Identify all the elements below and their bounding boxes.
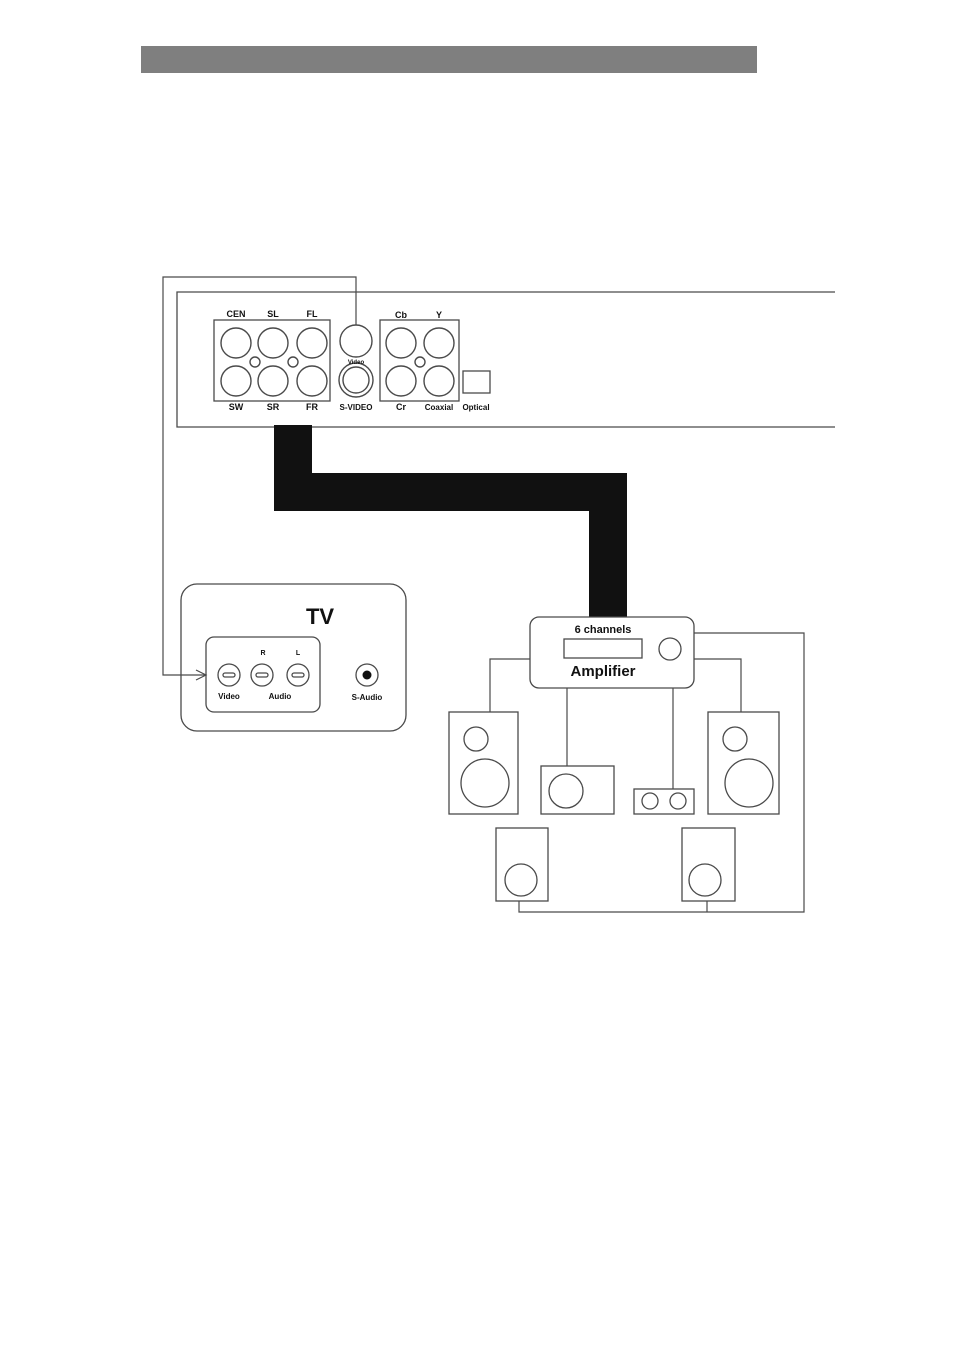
jack-cen — [221, 328, 251, 358]
jack-sw — [221, 366, 251, 396]
ground-screw — [250, 357, 260, 367]
jack-cb — [386, 328, 416, 358]
jack-fr — [297, 366, 327, 396]
jack-sr — [258, 366, 288, 396]
label-cb: Cb — [395, 310, 407, 320]
amplifier-knob — [659, 638, 681, 660]
tv-label-l: L — [296, 650, 301, 657]
label-optical: Optical — [462, 403, 489, 412]
label-sr: SR — [267, 402, 280, 412]
multichannel-audio-cable — [274, 425, 627, 617]
speaker-front-right — [708, 712, 779, 814]
ground-screw — [415, 357, 425, 367]
tv-body — [181, 584, 406, 731]
svideo-inner-ring — [343, 367, 369, 393]
tv-label-video: Video — [218, 692, 240, 701]
tv-title: TV — [306, 604, 334, 629]
label-y: Y — [436, 310, 442, 320]
speaker-surround-left — [496, 828, 548, 901]
speaker-center — [541, 766, 614, 814]
amplifier-name: Amplifier — [570, 663, 635, 680]
jack-y — [424, 328, 454, 358]
tv-label-saudio: S-Audio — [352, 693, 383, 702]
label-cr: Cr — [396, 402, 406, 412]
label-coaxial: Coaxial — [425, 403, 453, 412]
jack-sl — [258, 328, 288, 358]
speaker-surround-right — [682, 828, 735, 901]
speaker-wires — [490, 633, 804, 912]
amplifier-display — [564, 639, 642, 658]
jack-video-out — [340, 325, 372, 357]
label-video-out: Video — [348, 360, 365, 366]
tv — [181, 584, 406, 731]
amplifier-channels-label: 6 channels — [575, 624, 632, 636]
speaker-subwoofer — [634, 789, 694, 814]
label-svideo: S-VIDEO — [340, 403, 373, 412]
optical-port — [463, 371, 490, 393]
tv-label-audio: Audio — [269, 692, 292, 701]
jack-slot — [256, 673, 268, 677]
label-sl: SL — [267, 309, 279, 319]
tv-label-r: R — [260, 650, 265, 657]
jack-slot — [292, 673, 304, 677]
label-sw: SW — [229, 402, 244, 412]
label-cen: CEN — [226, 309, 245, 319]
jack-slot — [223, 673, 235, 677]
jack-fl — [297, 328, 327, 358]
label-fl: FL — [307, 309, 318, 319]
jack-coaxial — [424, 366, 454, 396]
speaker-front-left — [449, 712, 518, 814]
jack-cr — [386, 366, 416, 396]
ground-screw — [288, 357, 298, 367]
svideo-pin — [363, 671, 372, 680]
speakers — [449, 712, 779, 901]
label-fr: FR — [306, 402, 318, 412]
component-jacks — [386, 328, 454, 396]
audio-jacks — [221, 328, 327, 396]
